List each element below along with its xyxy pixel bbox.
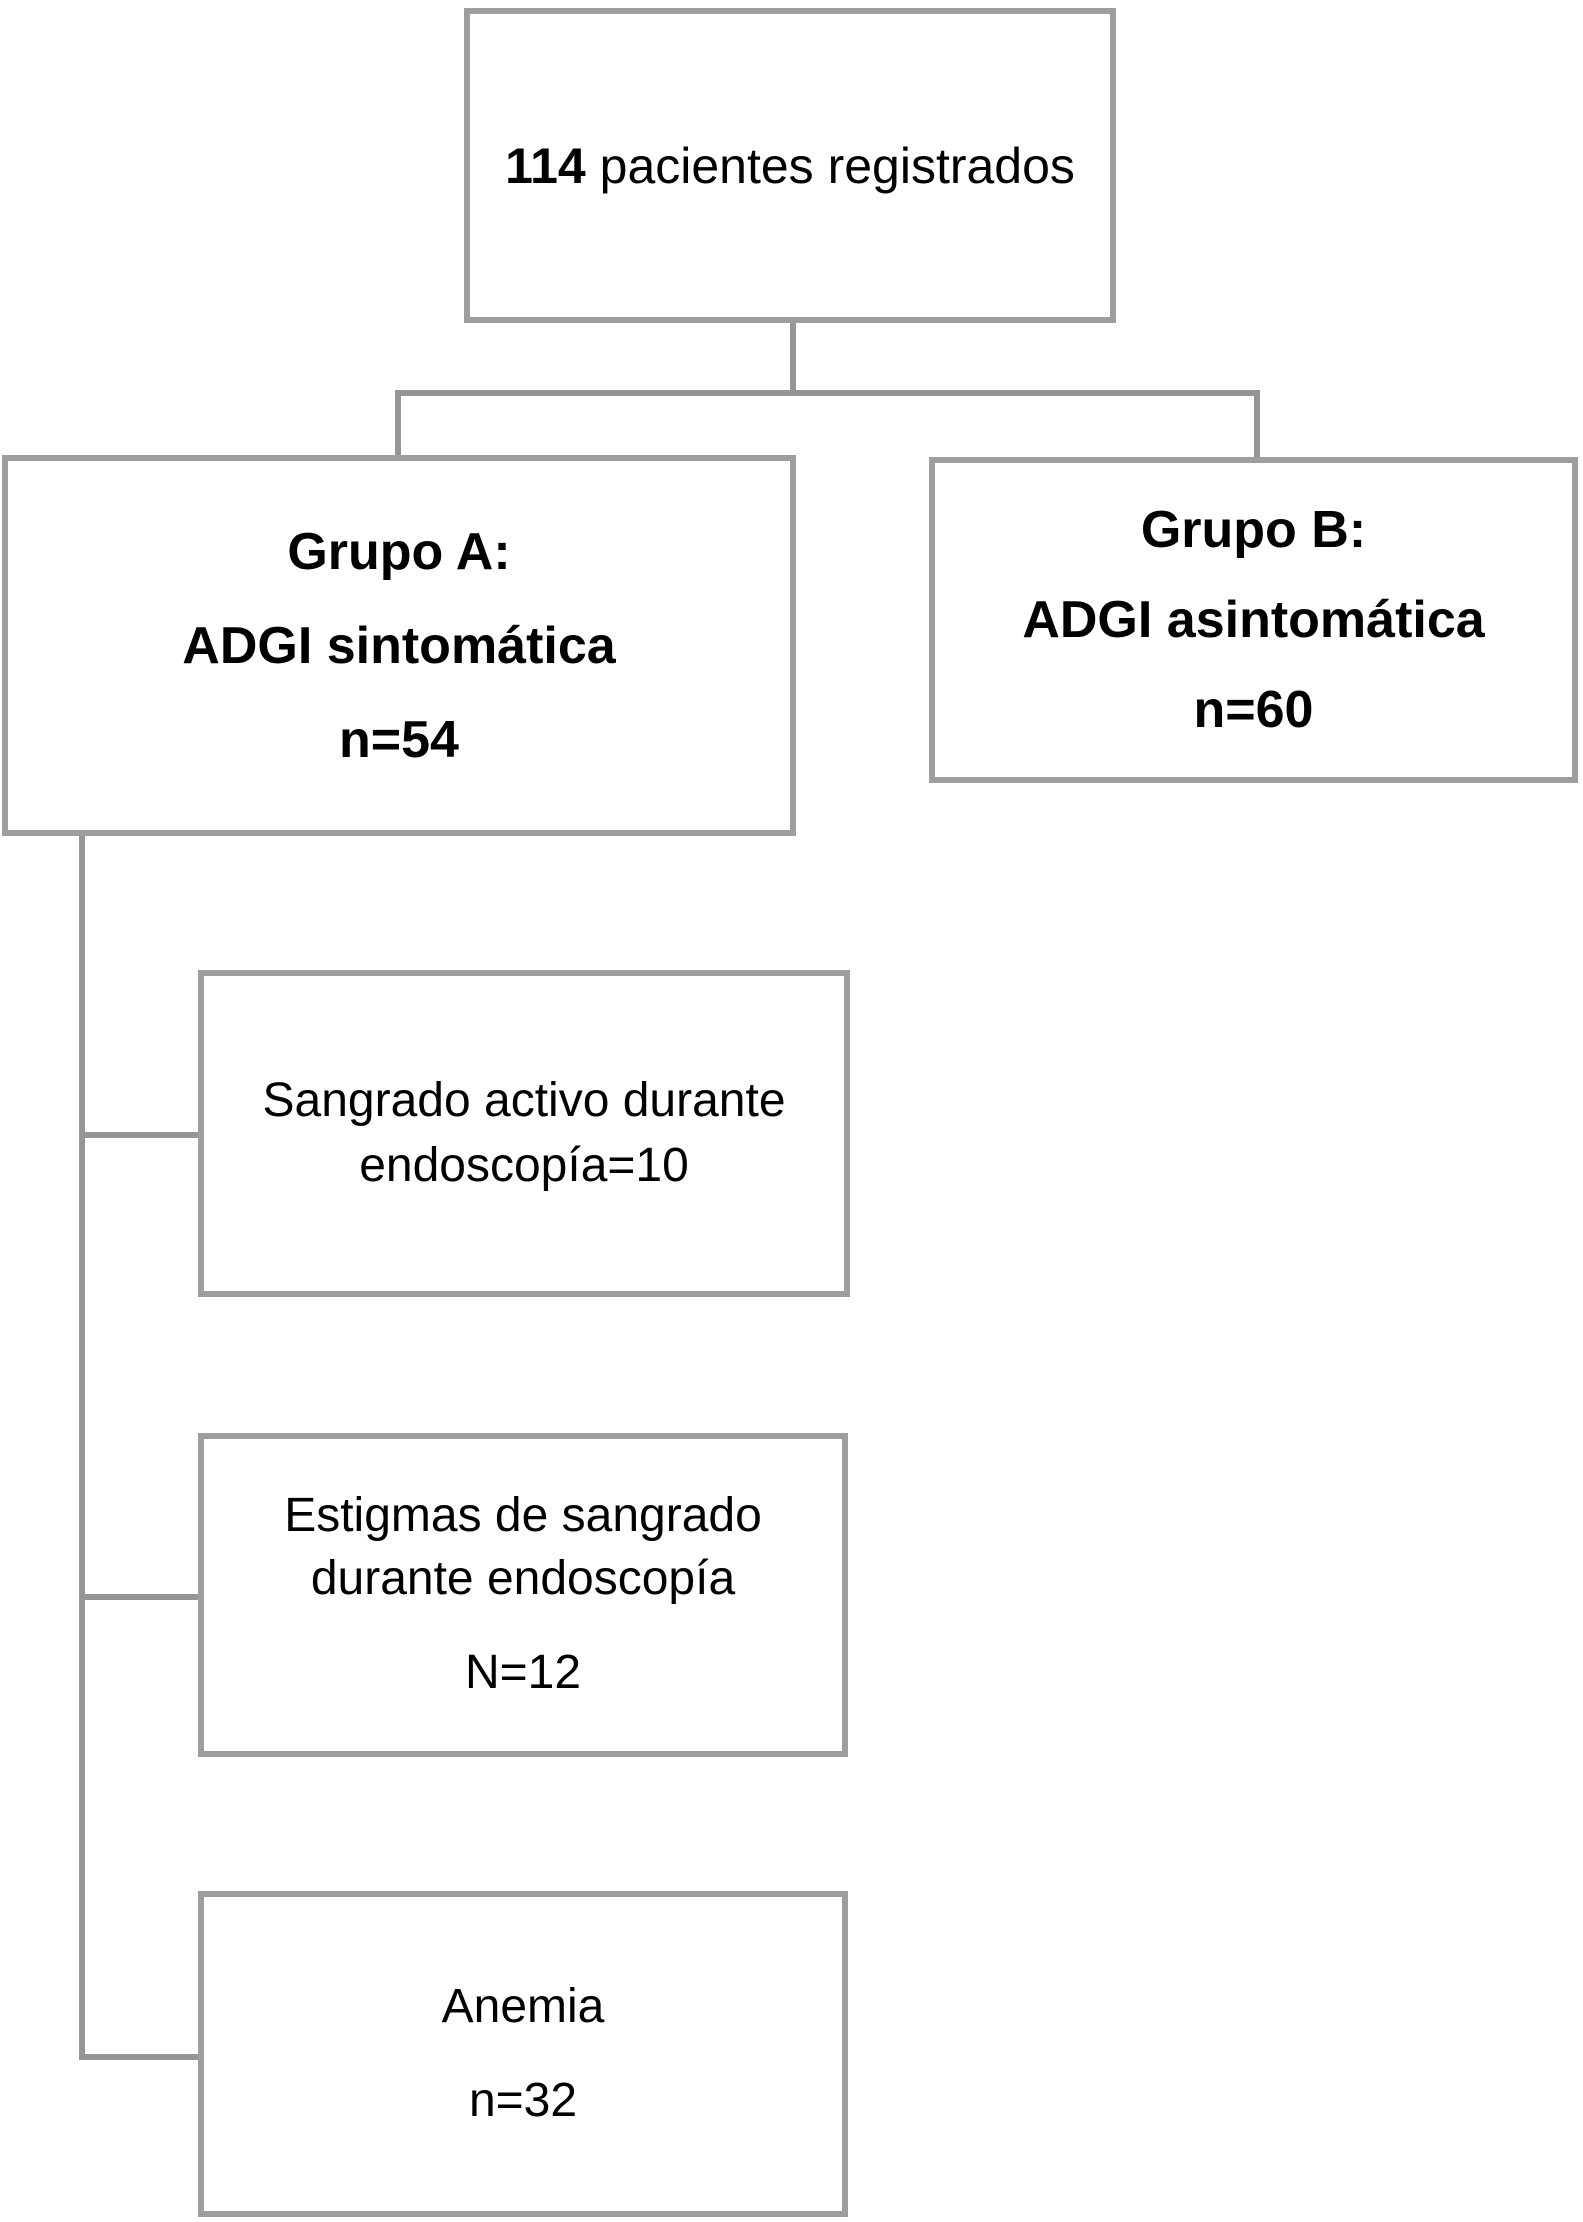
group-a-title: Grupo A: xyxy=(287,522,511,581)
group-b-description: ADGI asintomática xyxy=(1022,591,1485,649)
group-b-title: Grupo B: xyxy=(1140,501,1367,559)
bleeding-stigmata-box: Estigmas de sangrado durante endoscopía … xyxy=(198,1433,848,1757)
group-b-count: n=60 xyxy=(1193,681,1314,739)
connector-branch-line xyxy=(395,390,1260,396)
bleeding-stigmata-count: N=12 xyxy=(464,1646,582,1700)
connector-group-a-spine-line xyxy=(79,834,85,2060)
registered-patients-label: 114 pacientes registrados xyxy=(505,141,1075,191)
registered-patients-text: pacientes registrados xyxy=(585,137,1075,194)
active-bleeding-line1: Sangrado activo durante xyxy=(262,1073,786,1127)
anemia-label: Anemia xyxy=(441,1980,605,2033)
group-b-box: Grupo B: ADGI asintomática n=60 xyxy=(929,457,1578,783)
active-bleeding-label: Sangrado activo durante endoscopía=10 xyxy=(262,1069,785,1199)
active-bleeding-line2: endoscopía=10 xyxy=(359,1138,689,1192)
connector-outcome-1-stub-line xyxy=(79,1132,200,1138)
group-a-count: n=54 xyxy=(339,710,459,769)
bleeding-stigmata-line1: Estigmas de sangrado xyxy=(284,1489,762,1543)
connector-branch-right-line xyxy=(1254,390,1260,461)
anemia-count: n=32 xyxy=(468,2074,578,2127)
connector-top-drop-line xyxy=(790,323,796,393)
group-a-box: Grupo A: ADGI sintomática n=54 xyxy=(2,455,796,836)
connector-outcome-3-stub-line xyxy=(79,2054,200,2060)
registered-patients-count: 114 xyxy=(505,137,586,194)
registered-patients-box: 114 pacientes registrados xyxy=(464,8,1116,323)
group-a-description: ADGI sintomática xyxy=(182,616,616,675)
bleeding-stigmata-line2: durante endoscopía xyxy=(310,1551,736,1605)
connector-branch-left-line xyxy=(395,390,401,457)
active-bleeding-box: Sangrado activo durante endoscopía=10 xyxy=(198,970,850,1297)
anemia-box: Anemia n=32 xyxy=(198,1891,848,2217)
connector-outcome-2-stub-line xyxy=(79,1594,200,1600)
bleeding-stigmata-label: Estigmas de sangrado durante endoscopía xyxy=(284,1485,762,1610)
